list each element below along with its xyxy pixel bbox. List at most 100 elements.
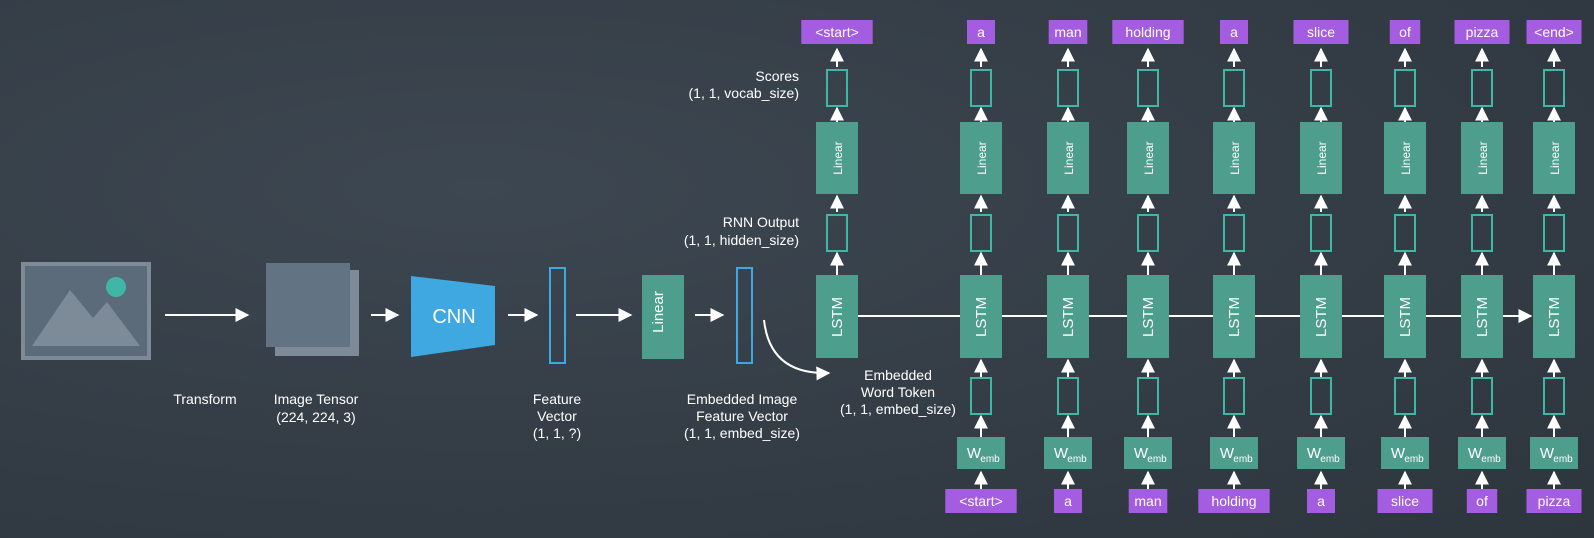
scores-box-1 bbox=[970, 69, 992, 107]
rnn-output-box-5 bbox=[1310, 214, 1332, 252]
output-token-5 bbox=[1293, 20, 1349, 44]
embedded-feature-title-1: Embedded Image bbox=[687, 391, 798, 407]
linear-label-5: Linear bbox=[1315, 141, 1329, 174]
linear-label-3: Linear bbox=[1142, 141, 1156, 174]
input-token-2 bbox=[1128, 489, 1168, 513]
linear-label-2: Linear bbox=[1062, 141, 1076, 174]
input-token-4 bbox=[1307, 489, 1335, 513]
wemb-block-6 bbox=[1458, 437, 1506, 469]
rnn-output-box-6 bbox=[1394, 214, 1416, 252]
lstm-label-1: LSTM bbox=[973, 297, 990, 337]
image-tensor-title: Image Tensor bbox=[274, 391, 359, 407]
lstm-label-4: LSTM bbox=[1226, 297, 1243, 337]
output-token-6 bbox=[1389, 20, 1421, 44]
feature-vector-title-2: Vector bbox=[537, 408, 577, 424]
embedded-word-box-3 bbox=[1223, 377, 1245, 415]
linear-block-6 bbox=[1384, 122, 1426, 194]
embedded-feature-bar bbox=[736, 267, 753, 364]
input-token-2-label: man bbox=[1134, 493, 1161, 509]
lstm-block-3 bbox=[1127, 275, 1169, 358]
input-token-6 bbox=[1466, 489, 1498, 513]
lstm-label-3: LSTM bbox=[1140, 297, 1157, 337]
input-token-7-label: pizza bbox=[1538, 493, 1571, 509]
input-token-4-label: a bbox=[1317, 493, 1325, 509]
output-token-7 bbox=[1454, 20, 1510, 44]
wemb-sub-3: emb bbox=[1233, 454, 1253, 465]
input-token-5-label: slice bbox=[1391, 493, 1419, 509]
embedded-word-box-6 bbox=[1471, 377, 1493, 415]
feature-vector-bar bbox=[549, 267, 566, 364]
wemb-sub-2: emb bbox=[1147, 454, 1167, 465]
linear-block-2 bbox=[1047, 122, 1089, 194]
input-token-3-label: holding bbox=[1211, 493, 1256, 509]
linear-block-3 bbox=[1127, 122, 1169, 194]
scores-box-0 bbox=[826, 69, 848, 107]
lstm-label-5: LSTM bbox=[1313, 297, 1330, 337]
wemb-label-3: W bbox=[1220, 445, 1235, 462]
lstm-label-8: LSTM bbox=[1546, 297, 1563, 337]
linear-block-5 bbox=[1300, 122, 1342, 194]
output-token-3-label: holding bbox=[1125, 24, 1170, 40]
rnn-output-box-3 bbox=[1137, 214, 1159, 252]
lstm-block-1 bbox=[960, 275, 1002, 358]
output-token-5-label: slice bbox=[1307, 24, 1335, 40]
input-token-0 bbox=[945, 489, 1017, 513]
lstm-block-7 bbox=[1461, 275, 1503, 358]
embedded-word-box-7 bbox=[1543, 377, 1565, 415]
output-token-2-label: man bbox=[1054, 24, 1081, 40]
scores-box-5 bbox=[1310, 69, 1332, 107]
wemb-label-1: W bbox=[1054, 445, 1069, 462]
wemb-sub-5: emb bbox=[1404, 454, 1424, 465]
linear-block-0 bbox=[816, 122, 858, 194]
embedded-word-box-0 bbox=[970, 377, 992, 415]
wemb-label-5: W bbox=[1391, 445, 1406, 462]
output-token-8 bbox=[1526, 20, 1582, 44]
input-token-0-label: <start> bbox=[959, 493, 1003, 509]
wemb-sub-7: emb bbox=[1553, 454, 1573, 465]
output-token-0 bbox=[801, 20, 873, 44]
scores-shape: (1, 1, vocab_size) bbox=[689, 85, 800, 101]
input-token-7 bbox=[1526, 489, 1582, 513]
wemb-block-0 bbox=[957, 437, 1005, 469]
output-token-4-label: a bbox=[1230, 24, 1238, 40]
image-placeholder-icon bbox=[21, 262, 151, 360]
rnn-output-box-2 bbox=[1057, 214, 1079, 252]
rnn-output-box-0 bbox=[826, 214, 848, 252]
wemb-block-3 bbox=[1210, 437, 1258, 469]
embedded-to-lstm-curve bbox=[763, 319, 831, 381]
rnn-output-box-1 bbox=[970, 214, 992, 252]
wemb-block-7 bbox=[1530, 437, 1578, 469]
input-token-1 bbox=[1054, 489, 1082, 513]
linear-block-1 bbox=[960, 122, 1002, 194]
linear-block-8 bbox=[1533, 122, 1575, 194]
linear-block-4 bbox=[1213, 122, 1255, 194]
embedded-word-box-5 bbox=[1394, 377, 1416, 415]
embedded-word-box-1 bbox=[1057, 377, 1079, 415]
input-token-6-label: of bbox=[1476, 493, 1488, 509]
embedded-word-box-4 bbox=[1310, 377, 1332, 415]
embed-linear-label: Linear bbox=[650, 291, 667, 333]
scores-box-2 bbox=[1057, 69, 1079, 107]
unrolled-rnn: <start>LinearLSTMaLinearLSTMmanLinearLST… bbox=[801, 20, 1582, 513]
cnn-block bbox=[411, 276, 495, 357]
input-token-1-label: a bbox=[1064, 493, 1072, 509]
image-tensor-shape: (224, 224, 3) bbox=[276, 409, 355, 425]
lstm-block-0 bbox=[816, 275, 858, 358]
wemb-sub-1: emb bbox=[1067, 454, 1087, 465]
wemb-block-2 bbox=[1124, 437, 1172, 469]
scores-box-6 bbox=[1394, 69, 1416, 107]
output-token-4 bbox=[1220, 20, 1248, 44]
wemb-label-6: W bbox=[1468, 445, 1483, 462]
linear-label-4: Linear bbox=[1228, 141, 1242, 174]
lstm-label-0: LSTM bbox=[829, 297, 846, 337]
input-token-3 bbox=[1198, 489, 1270, 513]
feature-vector-shape: (1, 1, ?) bbox=[533, 425, 581, 441]
wemb-block-5 bbox=[1381, 437, 1429, 469]
output-token-3 bbox=[1112, 20, 1184, 44]
wemb-label-0: W bbox=[967, 445, 982, 462]
rnn-output-box-7 bbox=[1471, 214, 1493, 252]
wemb-label-2: W bbox=[1134, 445, 1149, 462]
lstm-block-4 bbox=[1213, 275, 1255, 358]
image-tensor-block bbox=[266, 263, 359, 356]
embedded-word-title-1: Embedded bbox=[864, 367, 932, 383]
